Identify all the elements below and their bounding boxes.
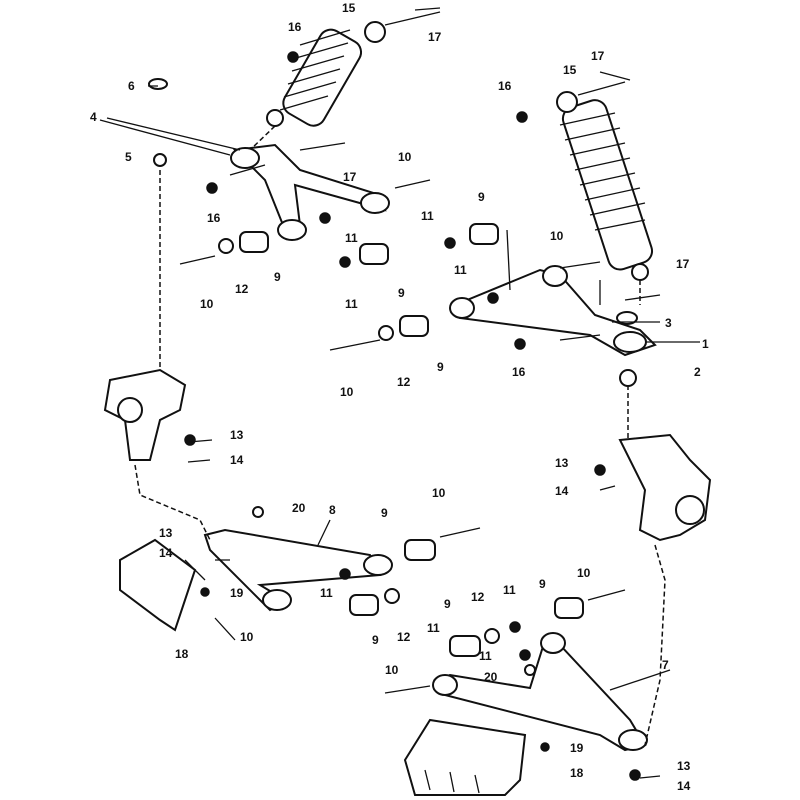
callout: 5 <box>125 150 132 164</box>
left-skid-guard <box>119 538 197 632</box>
right-steering-knuckle <box>618 433 712 542</box>
callout: 10 <box>577 566 591 580</box>
leader-lines <box>99 85 700 691</box>
callout: 10 <box>432 486 446 500</box>
callout: 8 <box>329 503 336 517</box>
callout: 13 <box>555 456 569 470</box>
callout: 10 <box>240 630 254 644</box>
callout: 12 <box>397 375 411 389</box>
callout: 9 <box>437 360 444 374</box>
callout: 6 <box>128 79 135 93</box>
callout: 11 <box>454 263 467 277</box>
callout: 10 <box>385 663 399 677</box>
callout: 20 <box>484 670 498 684</box>
callout: 17 <box>676 257 690 271</box>
callout: 10 <box>340 385 354 399</box>
callout: 20 <box>292 501 306 515</box>
callout: 11 <box>427 621 440 635</box>
callout: 17 <box>591 49 605 63</box>
callout: 11 <box>479 649 492 663</box>
callout: 10 <box>550 229 564 243</box>
bushings <box>218 223 584 657</box>
callout: 10 <box>200 297 214 311</box>
callout: 16 <box>498 79 512 93</box>
upper-left-a-arm <box>230 143 390 241</box>
callout: 18 <box>175 647 189 661</box>
callout: 14 <box>677 779 691 793</box>
callout: 7 <box>662 658 669 672</box>
left-linkage-line <box>134 464 211 541</box>
left-shock-absorber <box>249 11 441 151</box>
callout: 11 <box>345 231 358 245</box>
callout: 9 <box>444 597 451 611</box>
callout: 10 <box>398 150 412 164</box>
callout-labels: 16 15 17 6 4 5 17 10 16 11 11 9 10 12 9 … <box>90 1 709 793</box>
callout: 4 <box>90 110 97 124</box>
left-steering-knuckle <box>103 368 187 461</box>
callout: 12 <box>397 630 411 644</box>
callout: 11 <box>503 583 516 597</box>
upper-right-a-arm <box>449 265 657 357</box>
callout: 9 <box>539 577 546 591</box>
callout: 9 <box>372 633 379 647</box>
right-shock-absorber <box>556 81 654 305</box>
callout: 14 <box>159 546 173 560</box>
callout: 16 <box>207 211 221 225</box>
callout: 19 <box>570 741 584 755</box>
callout: 16 <box>288 20 302 34</box>
callout: 9 <box>381 506 388 520</box>
callout: 15 <box>563 63 577 77</box>
callout: 11 <box>345 297 358 311</box>
bolts <box>148 7 661 779</box>
right-skid-guard <box>403 718 527 796</box>
callout: 17 <box>428 30 442 44</box>
callout: 9 <box>478 190 485 204</box>
callout: 14 <box>555 484 569 498</box>
callout: 1 <box>702 337 709 351</box>
callout: 9 <box>274 270 281 284</box>
callout: 12 <box>471 590 485 604</box>
callout: 13 <box>159 526 173 540</box>
nuts <box>184 51 641 781</box>
callout: 16 <box>512 365 526 379</box>
lower-left-a-arm <box>203 528 393 612</box>
callout: 11 <box>421 209 434 223</box>
right-linkage-line <box>644 544 666 746</box>
callout: 18 <box>570 766 584 780</box>
callout: 13 <box>230 428 244 442</box>
callout: 14 <box>230 453 244 467</box>
callout: 17 <box>343 170 357 184</box>
callout: 2 <box>694 365 701 379</box>
callout: 11 <box>320 586 333 600</box>
callout: 15 <box>342 1 356 15</box>
callout: 3 <box>665 316 672 330</box>
callout: 13 <box>677 759 691 773</box>
callout: 9 <box>398 286 405 300</box>
lower-right-a-arm <box>432 632 648 752</box>
callout: 12 <box>235 282 249 296</box>
callout: 19 <box>230 586 244 600</box>
